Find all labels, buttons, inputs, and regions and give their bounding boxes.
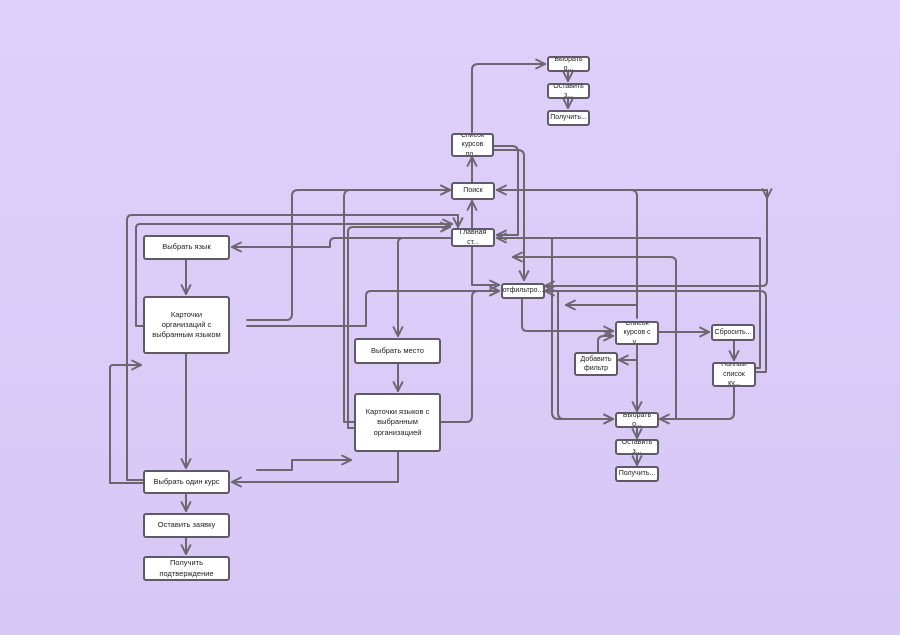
edge-langcards-to-onecourse	[232, 451, 399, 482]
edge-onecourse-to-langcards	[256, 460, 351, 471]
edge-search-to-bottomselect	[496, 190, 767, 198]
edge-langcards-to-filtered	[439, 291, 499, 423]
node-bottom-leave[interactable]: Оставить з...	[615, 439, 659, 455]
node-filtered[interactable]: отфильтро...	[501, 283, 545, 299]
node-org-cards[interactable]: Карточки организаций с выбранным языком	[143, 296, 230, 354]
edge-onecourse-loop	[109, 365, 144, 484]
node-add-filter[interactable]: Добавить фильтр	[574, 352, 618, 376]
edge-main-to-place	[398, 237, 452, 336]
edge-fulllist-to-main	[497, 238, 761, 369]
node-get-confirmation[interactable]: Получить подтверждение	[143, 556, 230, 581]
edge-main-to-bottomselect	[496, 237, 613, 419]
edge-langcards-to-main	[347, 227, 450, 429]
edge-filtered-loop-right	[513, 257, 677, 420]
edge-filtered-to-coursefilter	[521, 298, 613, 331]
edge-main-to-lang	[232, 237, 452, 247]
node-reset[interactable]: Сбросить...	[711, 324, 755, 341]
edge-addfilter-to-coursefilter	[597, 336, 613, 353]
edge-langcards-to-search	[343, 190, 450, 423]
node-lang-cards[interactable]: Карточки языков с выбранным организацией	[354, 393, 441, 452]
edge-onecourse-to-main-1	[126, 214, 458, 481]
node-leave-request[interactable]: Оставить заявку	[143, 513, 230, 538]
node-course-list-search[interactable]: Список курсов по...	[451, 133, 494, 157]
edge-fulllist-to-bottomselect	[660, 386, 735, 419]
node-select-language[interactable]: Выбрать язык	[143, 235, 230, 260]
node-select-place[interactable]: Выбрать место	[354, 338, 441, 364]
node-select-one-course[interactable]: Выбрать один курс	[143, 470, 230, 494]
node-full-list[interactable]: Полный список ку...	[712, 362, 756, 387]
node-top-select[interactable]: Выбрать о...	[547, 56, 590, 72]
node-bottom-select[interactable]: Выбрать о...	[615, 412, 659, 428]
edge-orgcards-to-search	[246, 190, 450, 321]
node-bottom-get[interactable]: Получить...	[615, 466, 659, 482]
edge-coursefilter-to-addfilter	[619, 344, 638, 360]
edge-courselist-to-filtered-2	[492, 149, 524, 280]
edge-right-loop-to-filtered	[545, 189, 768, 286]
node-course-list-filter[interactable]: Список курсов с у...	[615, 321, 659, 345]
edge-filtered-to-bottomselect-2	[544, 290, 613, 419]
edge-courselist-to-topselect	[471, 64, 545, 133]
edge-main-to-filtered	[471, 246, 499, 285]
node-top-leave[interactable]: Оставить з...	[547, 83, 590, 99]
node-top-get[interactable]: Получить...	[547, 110, 590, 126]
edge-orgcards-to-main	[135, 224, 452, 327]
node-search[interactable]: Поиск	[451, 182, 495, 200]
edge-courselist-to-filtered	[492, 145, 519, 235]
node-main-page[interactable]: Главная ст...	[451, 228, 495, 247]
edge-orgcards-to-filtered	[246, 291, 499, 327]
